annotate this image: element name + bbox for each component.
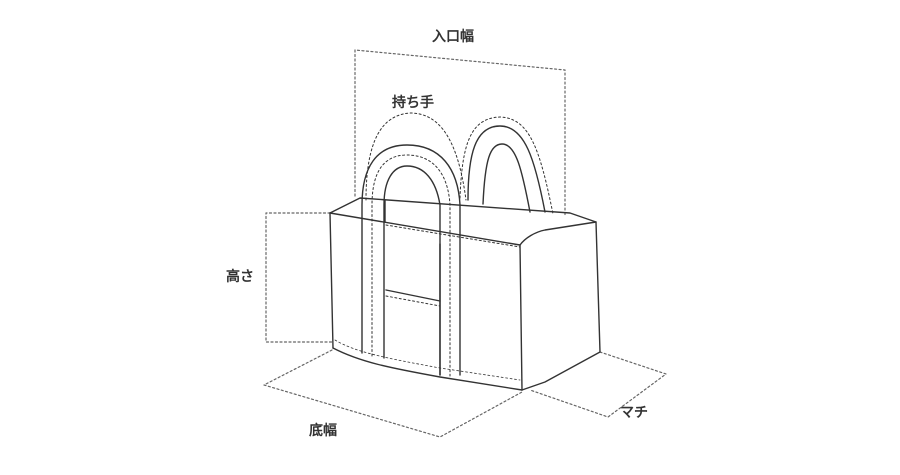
bottom-width-guide (263, 349, 523, 438)
opening-width-guide (354, 49, 566, 216)
back-handle (459, 116, 554, 215)
bag-front-panel (329, 212, 523, 391)
bag-side-panel (519, 221, 601, 391)
bag-bottom-edge (334, 339, 521, 381)
height-guide (265, 212, 333, 343)
front-handle (361, 112, 467, 377)
height-label: 高さ (226, 269, 254, 285)
bag-back-wall (329, 197, 597, 248)
gusset-label: マチ (620, 405, 648, 421)
handle-label: 持ち手 (392, 95, 434, 111)
opening-width-label: 入口幅 (432, 29, 474, 45)
gusset-guide (529, 351, 667, 418)
bottom-width-label: 底幅 (309, 423, 337, 439)
